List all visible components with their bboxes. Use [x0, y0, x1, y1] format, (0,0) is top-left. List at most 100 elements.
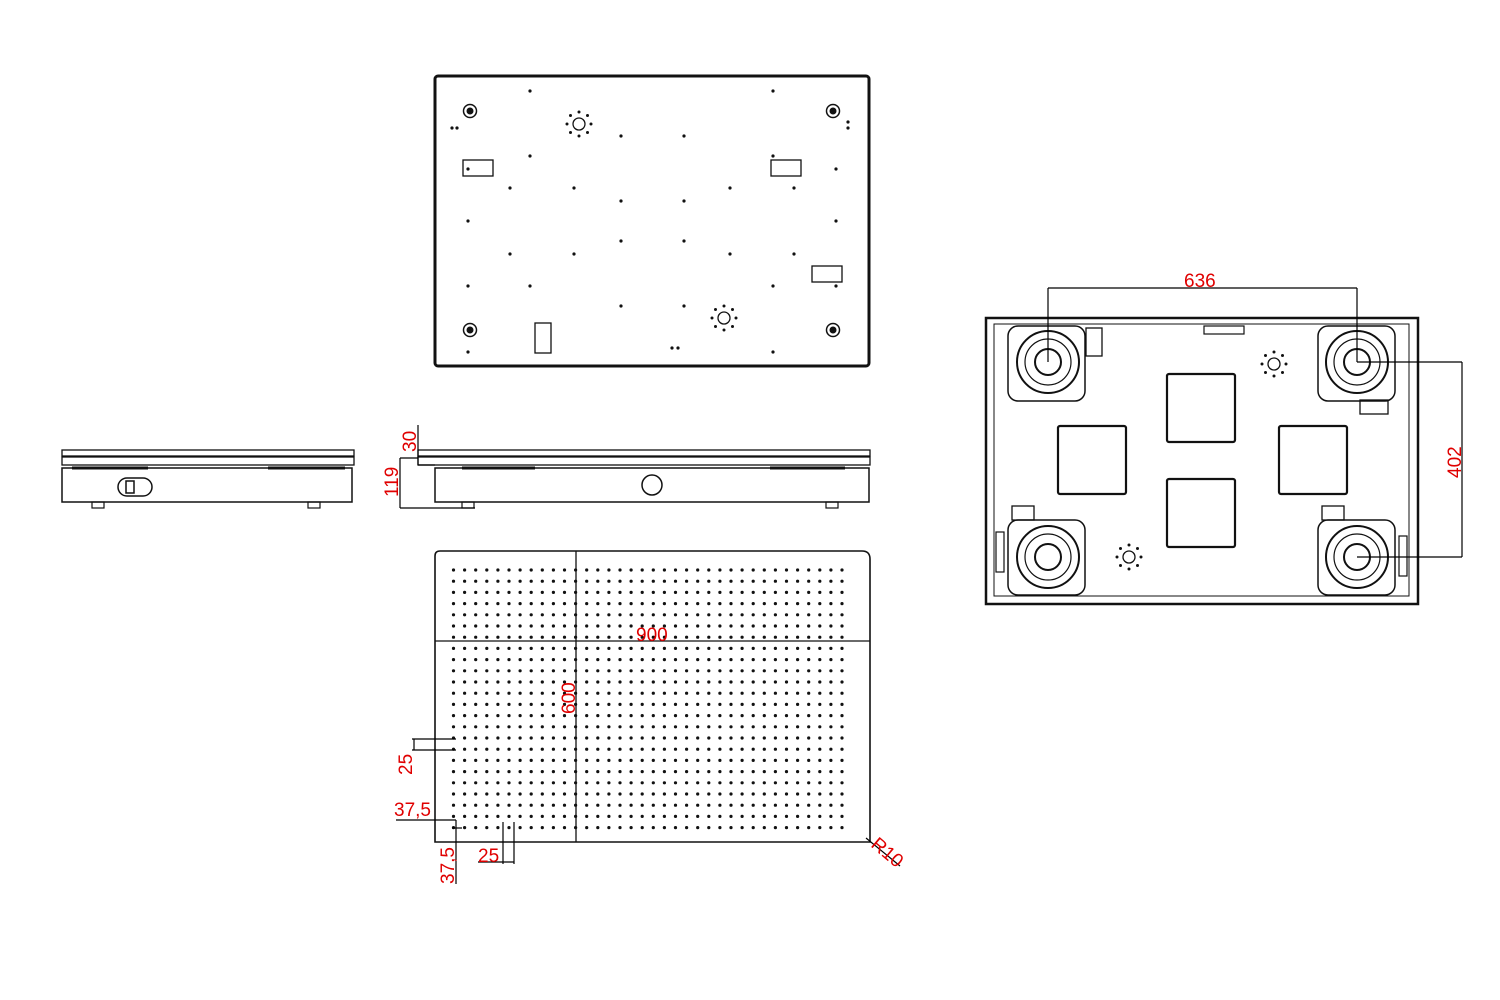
grid-hole — [807, 725, 811, 729]
caster-hub — [1024, 533, 1072, 581]
grid-hole — [562, 747, 567, 751]
grid-hole — [740, 770, 744, 774]
grid-hole — [585, 803, 589, 807]
grid-hole — [562, 624, 567, 628]
grid-hole — [529, 814, 533, 819]
grid-hole — [796, 725, 800, 729]
grid-hole — [562, 736, 567, 740]
grid-hole — [840, 702, 844, 707]
grid-hole — [740, 624, 744, 628]
dim-30-label: 30 — [400, 431, 421, 452]
grid-hole — [696, 658, 700, 662]
grid-hole — [496, 691, 500, 695]
grid-hole — [562, 803, 567, 807]
grid-hole — [585, 814, 589, 819]
grid-hole — [496, 624, 500, 628]
grid-hole — [562, 781, 567, 785]
dim-900-label: 900 — [636, 625, 668, 646]
side-view-mid-plate — [61, 456, 355, 466]
grid-hole — [818, 803, 822, 807]
grid-hole — [474, 646, 478, 651]
grid-hole — [607, 792, 611, 796]
grid-hole — [451, 702, 456, 707]
grid-hole — [740, 736, 744, 740]
mount-hole-center — [466, 326, 474, 334]
grid-hole — [451, 691, 456, 695]
caster-brake — [1085, 327, 1103, 357]
grid-hole — [729, 602, 733, 606]
grid-hole — [673, 680, 678, 684]
grid-hole — [540, 725, 544, 729]
grid-hole — [485, 781, 489, 785]
grid-hole — [507, 680, 511, 684]
grid-hole — [751, 814, 755, 819]
grid-hole — [596, 613, 600, 617]
top-dot — [670, 346, 674, 350]
grid-hole — [529, 680, 533, 684]
grid-hole — [640, 691, 644, 695]
grid-hole — [640, 758, 644, 763]
grid-hole — [596, 658, 600, 662]
grid-hole — [718, 747, 722, 751]
bolt-hole — [1264, 371, 1267, 374]
grid-hole — [451, 714, 456, 718]
grid-hole — [629, 758, 633, 763]
grid-hole — [840, 814, 844, 819]
grid-hole — [807, 770, 811, 774]
grid-hole — [585, 758, 589, 763]
grid-hole — [518, 613, 522, 617]
grid-hole — [474, 826, 478, 830]
grid-hole — [707, 602, 711, 606]
grid-hole — [574, 826, 578, 830]
grid-hole — [707, 613, 711, 617]
grid-hole — [629, 602, 633, 606]
grid-hole — [662, 669, 667, 673]
grid-hole — [463, 814, 467, 819]
grid-hole — [784, 770, 789, 774]
grid-hole — [762, 568, 766, 572]
grid-hole — [707, 702, 711, 707]
grid-hole — [651, 680, 655, 684]
grid-hole — [629, 646, 633, 651]
grid-hole — [640, 680, 644, 684]
grid-hole — [540, 747, 544, 751]
grid-hole — [673, 826, 678, 830]
grid-hole — [529, 624, 533, 628]
grid-hole — [840, 747, 844, 751]
grid-hole — [762, 803, 766, 807]
grid-hole — [518, 792, 522, 796]
side-view-left — [61, 449, 355, 509]
grid-hole — [796, 613, 800, 617]
top-dot — [834, 284, 838, 288]
mount-hole — [462, 322, 478, 338]
grid-hole — [840, 826, 844, 830]
grid-hole — [762, 658, 766, 662]
top-view-slot — [462, 159, 494, 177]
grid-hole — [729, 725, 733, 729]
grid-hole — [596, 758, 600, 763]
grid-hole — [496, 826, 500, 830]
grid-hole — [784, 781, 789, 785]
grid-hole — [807, 781, 811, 785]
grid-hole — [540, 803, 544, 807]
grid-hole — [762, 770, 766, 774]
grid-hole — [707, 624, 711, 628]
dim-636-label: 636 — [1184, 271, 1216, 292]
grid-hole — [463, 658, 467, 662]
grid-hole — [529, 803, 533, 807]
grid-hole — [463, 669, 467, 673]
caster-view-casters — [1007, 325, 1396, 596]
grid-hole — [496, 814, 500, 819]
bolt-hole — [1264, 354, 1267, 357]
grid-hole — [673, 736, 678, 740]
grid-hole — [585, 702, 589, 707]
top-view-mount-holes — [462, 103, 841, 338]
grid-hole — [662, 792, 667, 796]
grid-hole — [685, 613, 689, 617]
grid-hole — [562, 590, 567, 595]
grid-hole — [762, 702, 766, 707]
caster-brake — [1321, 505, 1345, 521]
front-view-foot — [461, 501, 475, 509]
grid-hole — [574, 736, 578, 740]
grid-hole — [740, 747, 744, 751]
